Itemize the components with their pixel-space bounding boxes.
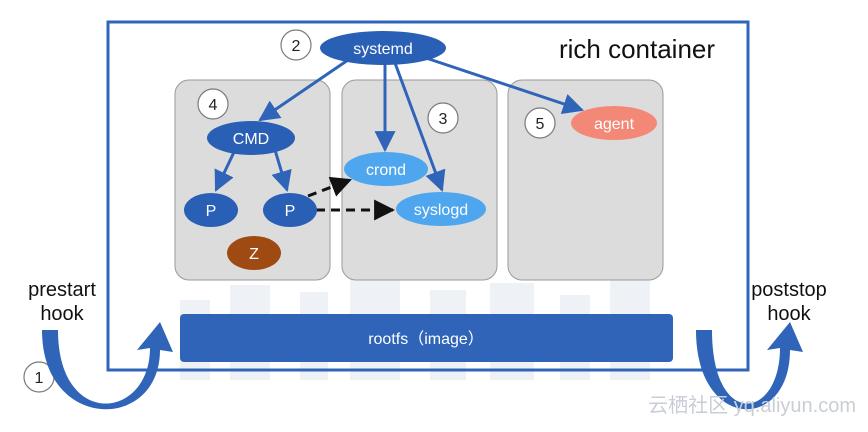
node-systemd: systemd xyxy=(320,31,446,65)
arrow-systemd-to-cmd xyxy=(258,58,349,122)
arrow-systemd-to-syslogd xyxy=(393,62,446,192)
dashed-arrows xyxy=(307,176,396,221)
svg-text:hook: hook xyxy=(40,303,84,325)
node-cmd: CMD xyxy=(207,121,295,155)
prestart-hook-arrow-icon xyxy=(42,322,173,410)
poststop-hook: poststop hook xyxy=(696,279,827,410)
svg-text:hook: hook xyxy=(767,303,811,325)
rich-container-title: rich container xyxy=(559,34,715,64)
arrow-cmd-to-p-left xyxy=(214,149,237,192)
rootfs-bar: rootfs（image） xyxy=(180,314,673,362)
svg-text:crond: crond xyxy=(366,162,406,179)
svg-text:rootfs（image）: rootfs（image） xyxy=(368,330,484,348)
systemd-arrows xyxy=(214,54,584,193)
svg-text:syslogd: syslogd xyxy=(414,202,468,219)
step-circle-4: 4 xyxy=(197,88,229,120)
svg-text:1: 1 xyxy=(35,370,44,387)
svg-text:CMD: CMD xyxy=(233,131,269,148)
svg-text:5: 5 xyxy=(536,116,545,133)
poststop-hook-arrow-icon xyxy=(696,322,803,410)
node-syslogd: syslogd xyxy=(396,192,486,226)
node-zombie: Z xyxy=(227,236,281,270)
step-circle-3: 3 xyxy=(427,102,459,134)
node-agent: agent xyxy=(571,106,657,140)
node-p-right: P xyxy=(263,193,317,227)
node-crond: crond xyxy=(344,152,428,186)
arrow-cmd-to-p-right xyxy=(271,149,292,193)
step-circle-2: 2 xyxy=(280,29,312,61)
svg-text:3: 3 xyxy=(439,111,448,128)
svg-text:agent: agent xyxy=(594,116,635,133)
step-circle-1: 1 xyxy=(23,361,55,393)
svg-text:P: P xyxy=(206,203,217,220)
svg-text:2: 2 xyxy=(292,38,301,55)
rich-container-frame xyxy=(106,20,750,372)
svg-text:4: 4 xyxy=(209,97,218,114)
svg-text:systemd: systemd xyxy=(353,41,413,58)
prestart-hook: prestart hook xyxy=(28,279,173,410)
arrow-systemd-to-agent xyxy=(419,54,584,114)
svg-text:prestart: prestart xyxy=(28,279,96,301)
svg-text:poststop: poststop xyxy=(751,279,827,301)
svg-text:Z: Z xyxy=(249,246,259,263)
watermark: 云栖社区 yq.aliyun.com xyxy=(648,394,856,417)
arrow-p-to-crond xyxy=(307,176,352,198)
svg-text:P: P xyxy=(285,203,296,220)
step-circle-5: 5 xyxy=(524,107,556,139)
node-p-left: P xyxy=(184,193,238,227)
